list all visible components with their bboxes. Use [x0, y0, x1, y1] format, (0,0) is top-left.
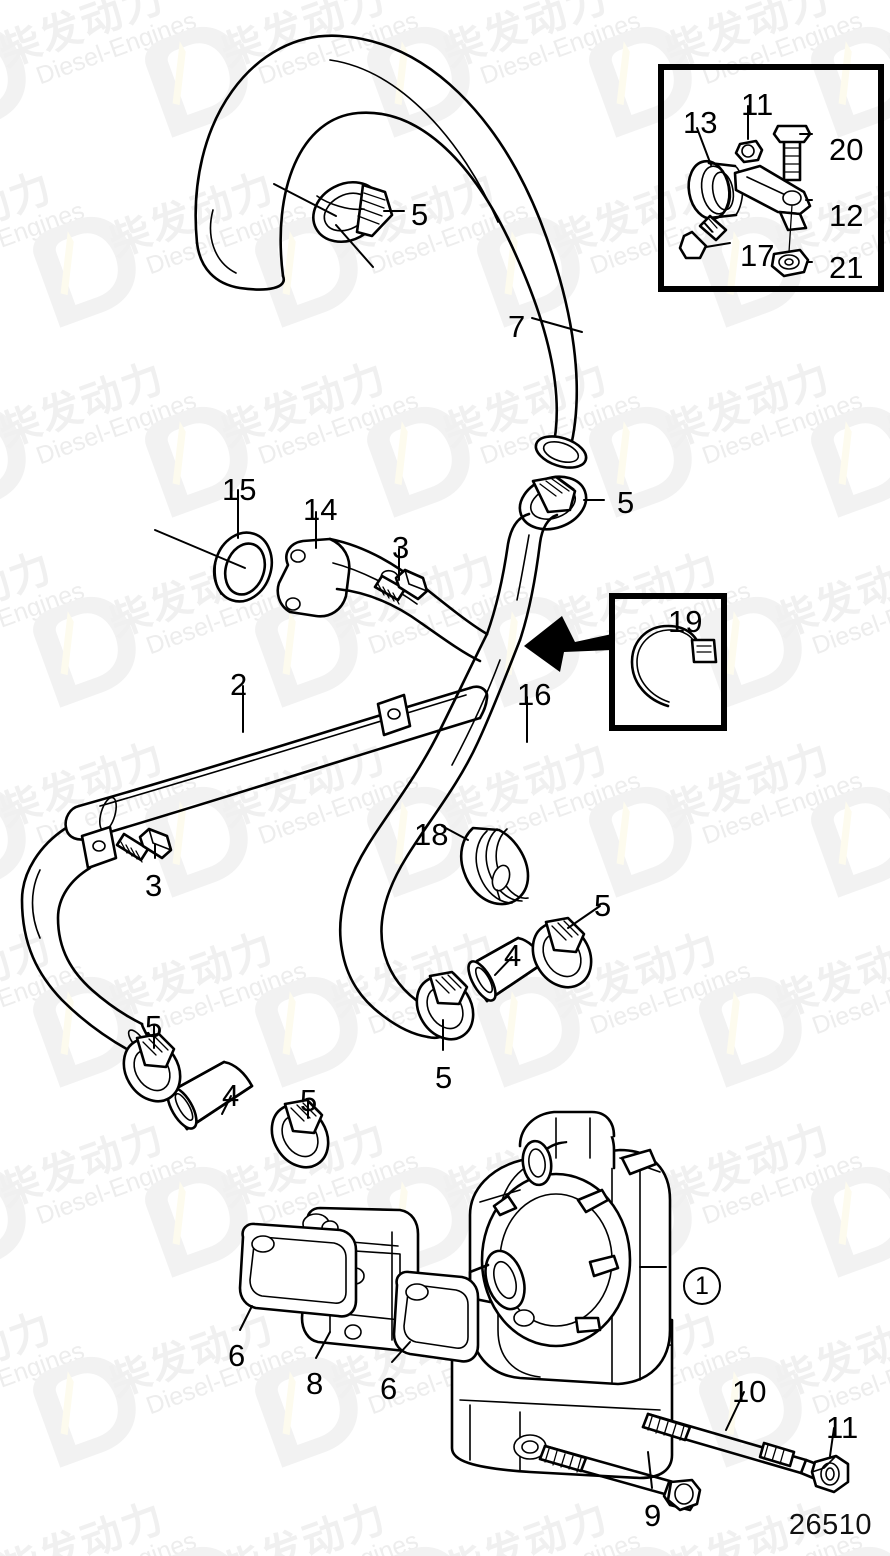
screw-3-top — [373, 568, 429, 605]
flange-nut-mid — [666, 1478, 702, 1512]
callout-c5-r1: 5 — [594, 888, 612, 923]
hose-clamp-5-mid — [518, 475, 588, 531]
flange-nut-11-bottom — [810, 1454, 850, 1494]
callout-c19: 19 — [668, 604, 703, 639]
clamp-18 — [460, 826, 530, 906]
lower-left-hose — [20, 826, 151, 1056]
callout-c5-mid: 5 — [617, 485, 635, 520]
hose-clamp-5-left-upper — [122, 1032, 182, 1103]
gasket-6-left — [238, 1222, 358, 1318]
callout-c16: 16 — [517, 677, 552, 712]
callout-c5-l2: 5 — [300, 1083, 318, 1118]
callout-i13: 13 — [683, 105, 718, 140]
callout-i17: 17 — [740, 238, 775, 273]
coolant-pipe-2 — [64, 685, 489, 870]
pipe-flange-14 — [276, 537, 489, 663]
sea-water-pump-1 — [450, 1110, 674, 1480]
callout-c1: 1 — [683, 1267, 721, 1305]
callout-c6-r: 6 — [380, 1371, 398, 1406]
callout-c10: 10 — [732, 1374, 767, 1409]
hose-7 — [194, 34, 588, 469]
callout-c3-left: 3 — [145, 868, 163, 903]
hose-clamp-5-right-lower — [415, 970, 475, 1041]
callout-i12: 12 — [829, 198, 864, 233]
callout-c14: 14 — [303, 492, 338, 527]
gasket-6-right — [392, 1270, 480, 1363]
callout-i21: 21 — [829, 250, 864, 285]
callout-c4-r: 4 — [504, 938, 522, 973]
hose-clamp-5-top — [312, 181, 394, 243]
callout-c5-l1: 5 — [145, 1009, 163, 1044]
callout-c2: 2 — [230, 667, 248, 702]
callout-c5-r2: 5 — [435, 1060, 453, 1095]
callout-c8: 8 — [306, 1366, 324, 1401]
callout-c18: 18 — [414, 817, 449, 852]
callout-c6-l: 6 — [228, 1338, 246, 1373]
callout-c5-top: 5 — [411, 197, 429, 232]
callout-i11: 11 — [741, 87, 774, 122]
callout-c11-bot: 11 — [826, 1410, 859, 1445]
hose-clamp-5-left-lower — [270, 1098, 330, 1169]
drawing-number: 26510 — [788, 1509, 872, 1541]
callout-c3-top: 3 — [392, 530, 410, 565]
connector-sleeve-4-left — [166, 1060, 254, 1131]
hose-clamp-5-right-upper — [531, 916, 593, 989]
callout-c15: 15 — [222, 472, 257, 507]
sealing-ring-15 — [212, 531, 274, 603]
callout-i20: 20 — [829, 132, 864, 167]
screw-3-left — [115, 827, 173, 863]
callout-c7: 7 — [508, 309, 526, 344]
callout-c4-l: 4 — [222, 1078, 240, 1113]
callout-c9: 9 — [644, 1498, 662, 1533]
